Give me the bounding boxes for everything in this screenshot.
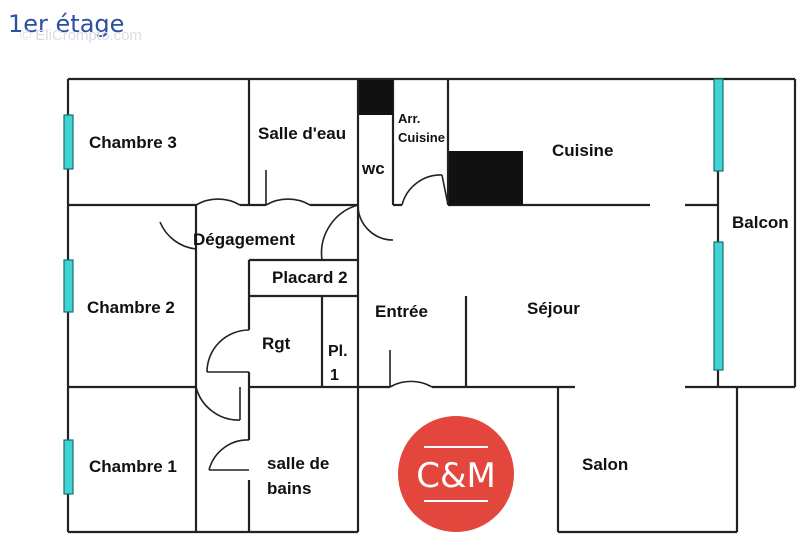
- brand-logo: C&M: [398, 416, 514, 532]
- room-label-chambre2: Chambre 2: [87, 298, 175, 317]
- duct-block: [359, 80, 393, 115]
- room-label-entree: Entrée: [375, 302, 428, 321]
- window-cuisine: [713, 78, 724, 172]
- room-label-sdb-1: salle de: [267, 454, 329, 473]
- room-label-arr-cuisine-2: Cuisine: [398, 130, 445, 145]
- room-label-degagement: Dégagement: [193, 230, 295, 249]
- doors: [159, 170, 449, 471]
- windows: [63, 78, 724, 495]
- window-sejour: [713, 241, 724, 371]
- room-label-placard2: Placard 2: [272, 268, 348, 287]
- room-label-chambre3: Chambre 3: [89, 133, 177, 152]
- room-label-sdb-2: bains: [267, 479, 311, 498]
- room-label-rgt: Rgt: [262, 334, 291, 353]
- room-label-arr-cuisine-1: Arr.: [398, 111, 420, 126]
- room-label-sejour: Séjour: [527, 299, 580, 318]
- window-chambre1: [63, 439, 74, 495]
- room-label-salon: Salon: [582, 455, 628, 474]
- window-chambre2: [63, 259, 74, 313]
- logo-text: C&M: [416, 456, 496, 496]
- watermark: © EliCrompto.com: [20, 27, 142, 44]
- kitchen-block: [449, 151, 523, 205]
- room-label-salle-eau: Salle d'eau: [258, 124, 346, 143]
- floor-title: 1er étage: [8, 10, 124, 38]
- room-label-balcon: Balcon: [732, 213, 789, 232]
- window-chambre3: [63, 114, 74, 170]
- logo-circle: [398, 416, 514, 532]
- room-label-cuisine: Cuisine: [552, 141, 613, 160]
- room-label-wc: wc: [361, 159, 385, 178]
- room-label-pl-1a: Pl.: [328, 343, 348, 360]
- room-label-pl-1b: 1: [330, 367, 339, 384]
- room-label-chambre1: Chambre 1: [89, 457, 177, 476]
